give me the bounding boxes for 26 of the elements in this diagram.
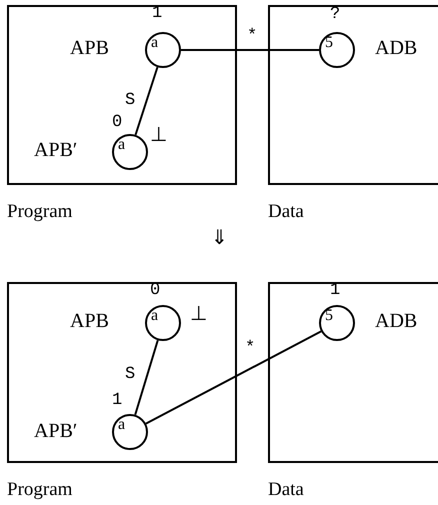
- panel-caption: Program: [7, 202, 72, 221]
- node-name: APB: [70, 38, 109, 58]
- count-number: 0: [112, 114, 122, 131]
- node-name: APB′: [34, 140, 78, 160]
- count-number: 1: [112, 392, 122, 409]
- bottom-symbol: ⊥: [190, 304, 207, 324]
- bottom-symbol: ⊥: [150, 125, 167, 145]
- circle-node: 5: [319, 32, 355, 68]
- panel-caption: Data: [268, 202, 304, 221]
- transition-arrow: ⇓: [211, 228, 228, 248]
- connector-line: [134, 340, 159, 416]
- panel-caption: Data: [268, 480, 304, 499]
- circle-node: a: [112, 134, 148, 170]
- panel-caption: Program: [7, 480, 72, 499]
- connector-line: [145, 330, 322, 424]
- circle-node: 5: [319, 305, 355, 341]
- node-name: APB: [70, 311, 109, 331]
- connector-line: [181, 49, 319, 51]
- node-name: ADB: [375, 38, 418, 58]
- node-name: ADB: [375, 311, 418, 331]
- circle-node: a: [145, 305, 181, 341]
- circle-node: a: [112, 414, 148, 450]
- node-name: APB′: [34, 421, 78, 441]
- status-mark: ?: [330, 6, 340, 23]
- connector-line: [134, 66, 158, 136]
- circle-node: a: [145, 32, 181, 68]
